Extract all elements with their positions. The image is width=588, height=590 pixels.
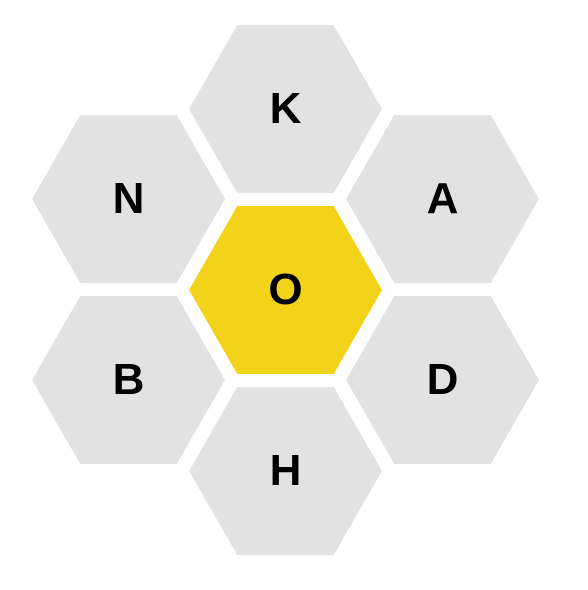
cell-letter: H <box>269 446 302 495</box>
hive-cell-lower-right[interactable]: D <box>346 296 539 464</box>
cell-letter: N <box>112 174 145 223</box>
hive-cell-top[interactable]: K <box>189 25 382 193</box>
cell-letter: K <box>269 84 302 133</box>
hive-cell-upper-right[interactable]: A <box>346 115 539 283</box>
cell-letter: B <box>112 355 145 404</box>
hive-cell-upper-left[interactable]: N <box>32 115 225 283</box>
hive-cell-center[interactable]: O <box>189 206 382 374</box>
cell-letter: A <box>426 174 459 223</box>
cell-letter: D <box>426 355 459 404</box>
hive-cell-lower-left[interactable]: B <box>32 296 225 464</box>
hive-cell-bottom[interactable]: H <box>189 387 382 555</box>
center-letter: O <box>268 265 303 314</box>
